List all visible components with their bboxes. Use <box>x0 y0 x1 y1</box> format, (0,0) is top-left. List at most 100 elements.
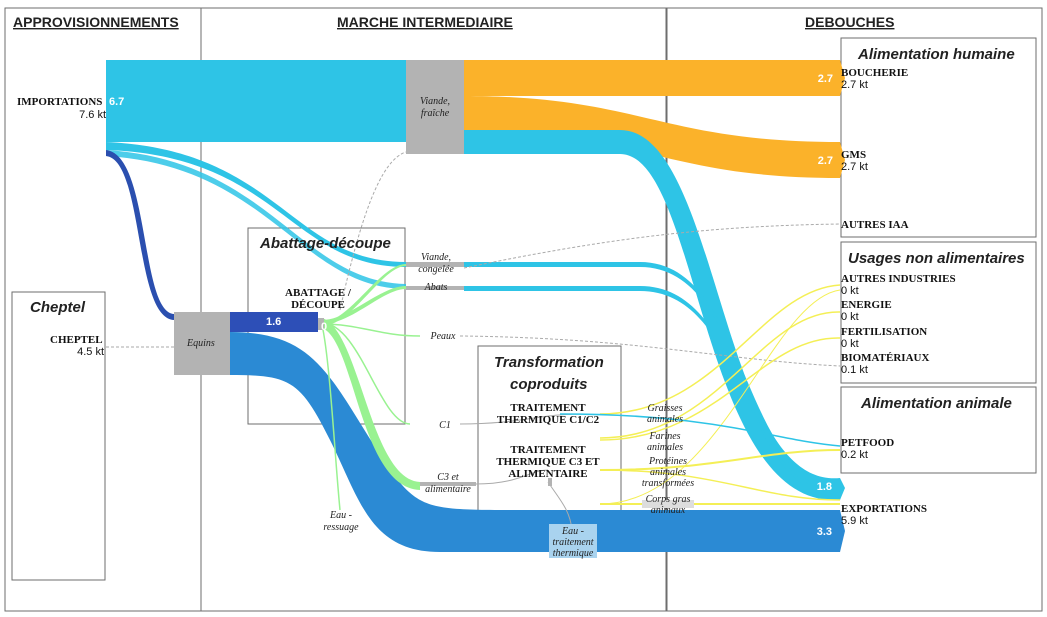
label-corps-gras-2: animaux <box>651 505 686 516</box>
arrow-exportations-cyan <box>840 478 845 500</box>
section-approvisionnements: APPROVISIONNEMENTS <box>13 14 179 30</box>
label-traitement-c3-2: THERMIQUE C3 ET <box>496 456 600 468</box>
flow-value-exportations-b: 3.3 <box>817 526 832 538</box>
node-traitement-c3[interactable] <box>548 478 552 486</box>
flow-minor-to-autres-iaa <box>463 223 841 269</box>
flow-equins-to-exportations <box>230 332 840 552</box>
label-graisses-2: animales <box>647 414 683 425</box>
label-abattage-2: DÉCOUPE <box>291 299 345 311</box>
group-box-alimentation-animale <box>840 386 1037 474</box>
flow-graisses-autres <box>599 284 841 415</box>
label-viande-fraiche-2: fraîche <box>421 108 450 119</box>
label-traitement-c1-1: TRAITEMENT <box>510 402 586 414</box>
flow-c3-to-traitement <box>475 469 549 485</box>
node-viande-congelee[interactable] <box>406 262 464 267</box>
label-exportations: EXPORTATIONS <box>841 503 927 515</box>
node-abattage-bar[interactable] <box>230 312 318 332</box>
group-box-usages <box>840 241 1037 384</box>
label-eau-ressuage-1: Eau - <box>329 510 352 521</box>
label-fertilisation: FERTILISATION <box>841 326 927 338</box>
label-farines-2: animales <box>647 442 683 453</box>
flow-proteines-exportations <box>599 469 841 501</box>
label-proteines-3: transformées <box>642 478 694 489</box>
flow-abattage-to-c3 <box>322 318 420 490</box>
label-peaux: Peaux <box>430 331 457 342</box>
flow-viande-to-boucherie <box>464 60 840 96</box>
label-petfood: PETFOOD <box>841 437 894 449</box>
flow-value-abattage-small: 0 <box>321 321 327 333</box>
label-cheptel: CHEPTEL <box>50 334 103 346</box>
flow-import-to-equins <box>106 150 174 320</box>
flow-corps-gras-autres <box>599 289 841 505</box>
label-energie: ENERGIE <box>841 299 892 311</box>
label-graisses-1: Graisses <box>647 403 682 414</box>
value-petfood: 0.2 kt <box>841 449 868 461</box>
flow-farines-energie <box>599 311 841 439</box>
node-equins[interactable] <box>174 312 230 375</box>
label-proteines-1: Protéines <box>648 456 687 467</box>
flow-abattage-to-peaux <box>321 323 421 337</box>
flow-proteines-petfood <box>599 449 841 471</box>
group-box-alimentation-humaine <box>840 37 1037 238</box>
label-equins: Equins <box>186 338 215 349</box>
label-eau-traitement-1: Eau - <box>561 526 584 537</box>
label-viande-fraiche-1: Viande, <box>420 96 450 107</box>
label-proteines-2: animales <box>650 467 686 478</box>
group-title-transformation-1: Transformation <box>494 354 604 371</box>
arrow-boucherie <box>840 60 845 96</box>
label-abats: Abats <box>424 282 448 293</box>
flow-viande-to-gms <box>464 96 840 178</box>
group-title-transformation-2: coproduits <box>510 376 588 393</box>
node-corps-gras[interactable] <box>642 500 694 508</box>
label-autres-iaa: AUTRES IAA <box>841 219 909 231</box>
label-eau-ressuage-2: ressuage <box>323 522 359 533</box>
arrow-exportations-blue <box>840 510 845 552</box>
value-gms: 2.7 kt <box>841 161 868 173</box>
group-title-abattage: Abattage-découpe <box>259 235 391 252</box>
label-traitement-c3-3: ALIMENTAIRE <box>508 468 587 480</box>
label-c3-1: C3 et <box>437 472 459 483</box>
label-corps-gras-1: Corps gras <box>646 494 691 505</box>
group-title-alimentation-animale: Alimentation animale <box>860 395 1012 412</box>
label-traitement-c3-1: TRAITEMENT <box>510 444 586 456</box>
value-energie: 0 kt <box>841 311 859 323</box>
node-viande-fraiche[interactable] <box>406 60 464 154</box>
section-debouches: DEBOUCHES <box>805 14 894 30</box>
flow-farines-fertilisation <box>599 337 841 441</box>
label-viande-congelee-2: congelée <box>418 264 454 275</box>
value-importations: 7.6 kt <box>79 109 106 121</box>
flow-value-abattage: 1.6 <box>266 316 281 328</box>
group-title-cheptel: Cheptel <box>30 299 86 316</box>
flow-graisses-petfood <box>559 413 841 447</box>
label-traitement-c1-2: THERMIQUE C1/C2 <box>497 414 600 426</box>
group-box-transformation <box>477 345 622 540</box>
node-eau-traitement[interactable] <box>549 524 597 558</box>
label-autres-industries: AUTRES INDUSTRIES <box>841 273 956 285</box>
label-c1: C1 <box>439 420 451 431</box>
node-abats[interactable] <box>406 286 464 290</box>
label-eau-traitement-2: traitement <box>552 537 593 548</box>
flow-abattage-to-abats <box>322 286 406 324</box>
flow-value-exportations-a: 1.8 <box>817 481 832 493</box>
value-biomateriaux: 0.1 kt <box>841 364 868 376</box>
label-importations: IMPORTATIONS <box>17 96 102 108</box>
node-c3[interactable] <box>420 482 476 486</box>
value-fertilisation: 0 kt <box>841 338 859 350</box>
flow-abattage-to-c1 <box>321 322 411 425</box>
flow-value-gms: 2.7 <box>818 155 833 167</box>
label-abattage-1: ABATTAGE / <box>285 287 352 299</box>
label-biomateriaux: BIOMATÉRIAUX <box>841 352 929 364</box>
flow-abattage-to-eau <box>321 324 341 511</box>
section-marche: MARCHE INTERMEDIAIRE <box>337 14 513 30</box>
node-abattage-coproducts[interactable] <box>318 318 324 330</box>
value-cheptel: 4.5 kt <box>77 346 104 358</box>
group-title-usages: Usages non alimentaires <box>848 250 1025 267</box>
value-boucherie: 2.7 kt <box>841 79 868 91</box>
label-farines-1: Farines <box>648 431 680 442</box>
label-boucherie: BOUCHERIE <box>841 67 908 79</box>
group-box-cheptel <box>11 291 106 581</box>
group-title-alimentation-humaine: Alimentation humaine <box>857 46 1015 63</box>
value-exportations: 5.9 kt <box>841 515 868 527</box>
label-gms: GMS <box>841 149 866 161</box>
